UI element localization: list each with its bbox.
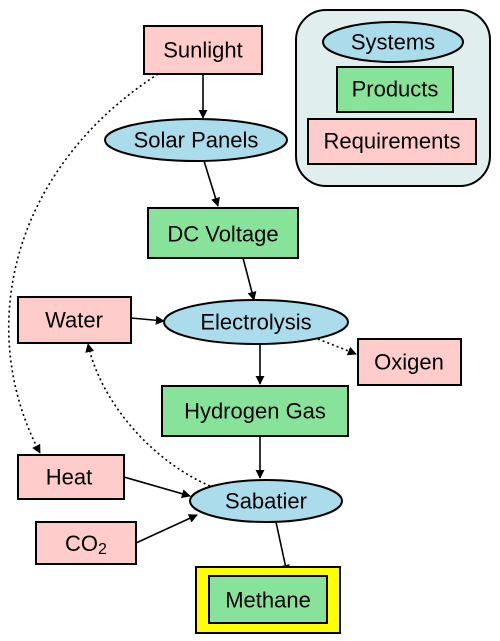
node-heat-box [17, 454, 125, 500]
node-hydrogen-gas-label: Hydrogen Gas [184, 399, 326, 424]
legend-systems-label: Systems [351, 30, 435, 55]
edge-electrolysis-to-oxigen [317, 338, 357, 356]
node-solar-panels-label: Solar Panels [134, 128, 259, 153]
node-electrolysis-label: Electrolysis [200, 310, 311, 335]
edge-sabatier-to-methane [275, 521, 290, 574]
node-co2-subscript: 2 [98, 541, 107, 558]
node-sunlight-box [143, 25, 263, 75]
edge-sunlight-to-heat [7, 73, 159, 454]
edge-solar-panels-to-dc-voltage [203, 160, 220, 207]
node-co2-main: CO [65, 531, 98, 556]
legend-requirements-shape [307, 118, 477, 165]
node-methane-box [208, 575, 328, 624]
node-methane-label: Methane [225, 588, 311, 613]
legend-systems-shape [322, 21, 464, 63]
nodes: Sunlight Solar Panels DC Voltage Water E… [17, 25, 462, 634]
edge-water-to-electrolysis [130, 315, 165, 325]
edges [7, 73, 357, 574]
legend: Systems Products Requirements [295, 9, 491, 187]
node-sabatier-label: Sabatier [225, 489, 307, 514]
node-heat-label: Heat [46, 465, 92, 490]
node-co2-label: CO2 [65, 531, 107, 558]
node-electrolysis-shape [163, 299, 349, 345]
edge-heat-to-sabatier [123, 476, 191, 499]
node-hydrogen-gas-box [161, 385, 349, 437]
node-dc-voltage-box [147, 207, 299, 259]
node-oxigen-label: Oxigen [374, 350, 444, 375]
node-sunlight-label: Sunlight [163, 38, 243, 63]
node-dc-voltage-label: DC Voltage [167, 222, 278, 247]
legend-products-shape [336, 66, 454, 113]
edge-dc-voltage-to-electrolysis [242, 257, 257, 301]
node-sabatier-shape [189, 479, 343, 523]
node-oxigen-box [357, 338, 462, 386]
node-co2-box [35, 521, 137, 565]
node-water-box [17, 296, 132, 344]
node-solar-panels-shape [104, 118, 288, 162]
edge-co2-to-sabatier [135, 514, 198, 544]
legend-products-label: Products [352, 77, 439, 102]
edge-sabatier-to-water [85, 343, 211, 487]
node-water-label: Water [45, 308, 103, 333]
legend-requirements-label: Requirements [324, 129, 461, 154]
